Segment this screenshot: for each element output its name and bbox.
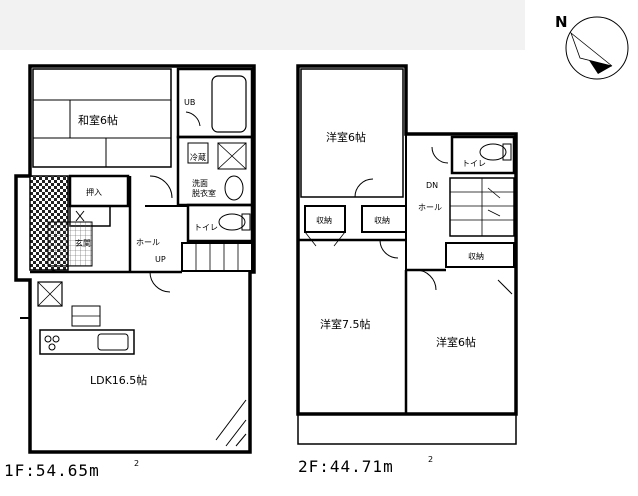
shoebox-grid bbox=[47, 221, 93, 267]
room-washitsu: 和室6帖 bbox=[78, 113, 118, 127]
room-yoshitsu-a: 洋室6帖 bbox=[326, 130, 366, 144]
room-ldk: LDK16.5帖 bbox=[90, 374, 147, 387]
stairs-down-label: DN bbox=[426, 181, 438, 190]
room-toilet-1f: トイレ bbox=[194, 223, 218, 232]
compass-north-label: N bbox=[555, 13, 568, 31]
room-datsuijo: 脱衣室 bbox=[192, 188, 216, 198]
room-shuno-3: 収納 bbox=[468, 251, 484, 261]
stairs-up-label: UP bbox=[155, 255, 166, 264]
room-senmen: 洗面 bbox=[192, 178, 208, 188]
floor1-area: 1F:54.65m bbox=[4, 461, 100, 480]
room-oshiire: 押入 bbox=[86, 187, 102, 197]
room-ub: UB bbox=[184, 98, 195, 107]
floor2-area-unit-sup: 2 bbox=[428, 455, 433, 464]
compass: N bbox=[555, 13, 629, 80]
fridge-label: 冷蔵 bbox=[190, 152, 206, 162]
floor1-plan bbox=[14, 64, 256, 454]
header-bar bbox=[0, 0, 525, 50]
room-shuno-2: 収納 bbox=[374, 215, 390, 225]
room-genkan: 玄関 bbox=[75, 238, 91, 248]
room-hall-2f: ホール bbox=[418, 203, 442, 212]
room-hall-1f: ホール bbox=[136, 238, 160, 247]
room-yoshitsu-b: 洋室7.5帖 bbox=[320, 317, 371, 331]
floor2-area: 2F:44.71m bbox=[298, 457, 394, 476]
floor1-area-unit-sup: 2 bbox=[134, 459, 139, 468]
room-toilet-2f: トイレ bbox=[462, 159, 486, 168]
room-shuno-1: 収納 bbox=[316, 215, 332, 225]
compass-ring bbox=[565, 16, 629, 80]
room-yoshitsu-c: 洋室6帖 bbox=[436, 335, 476, 349]
floor2-plan bbox=[296, 64, 518, 445]
